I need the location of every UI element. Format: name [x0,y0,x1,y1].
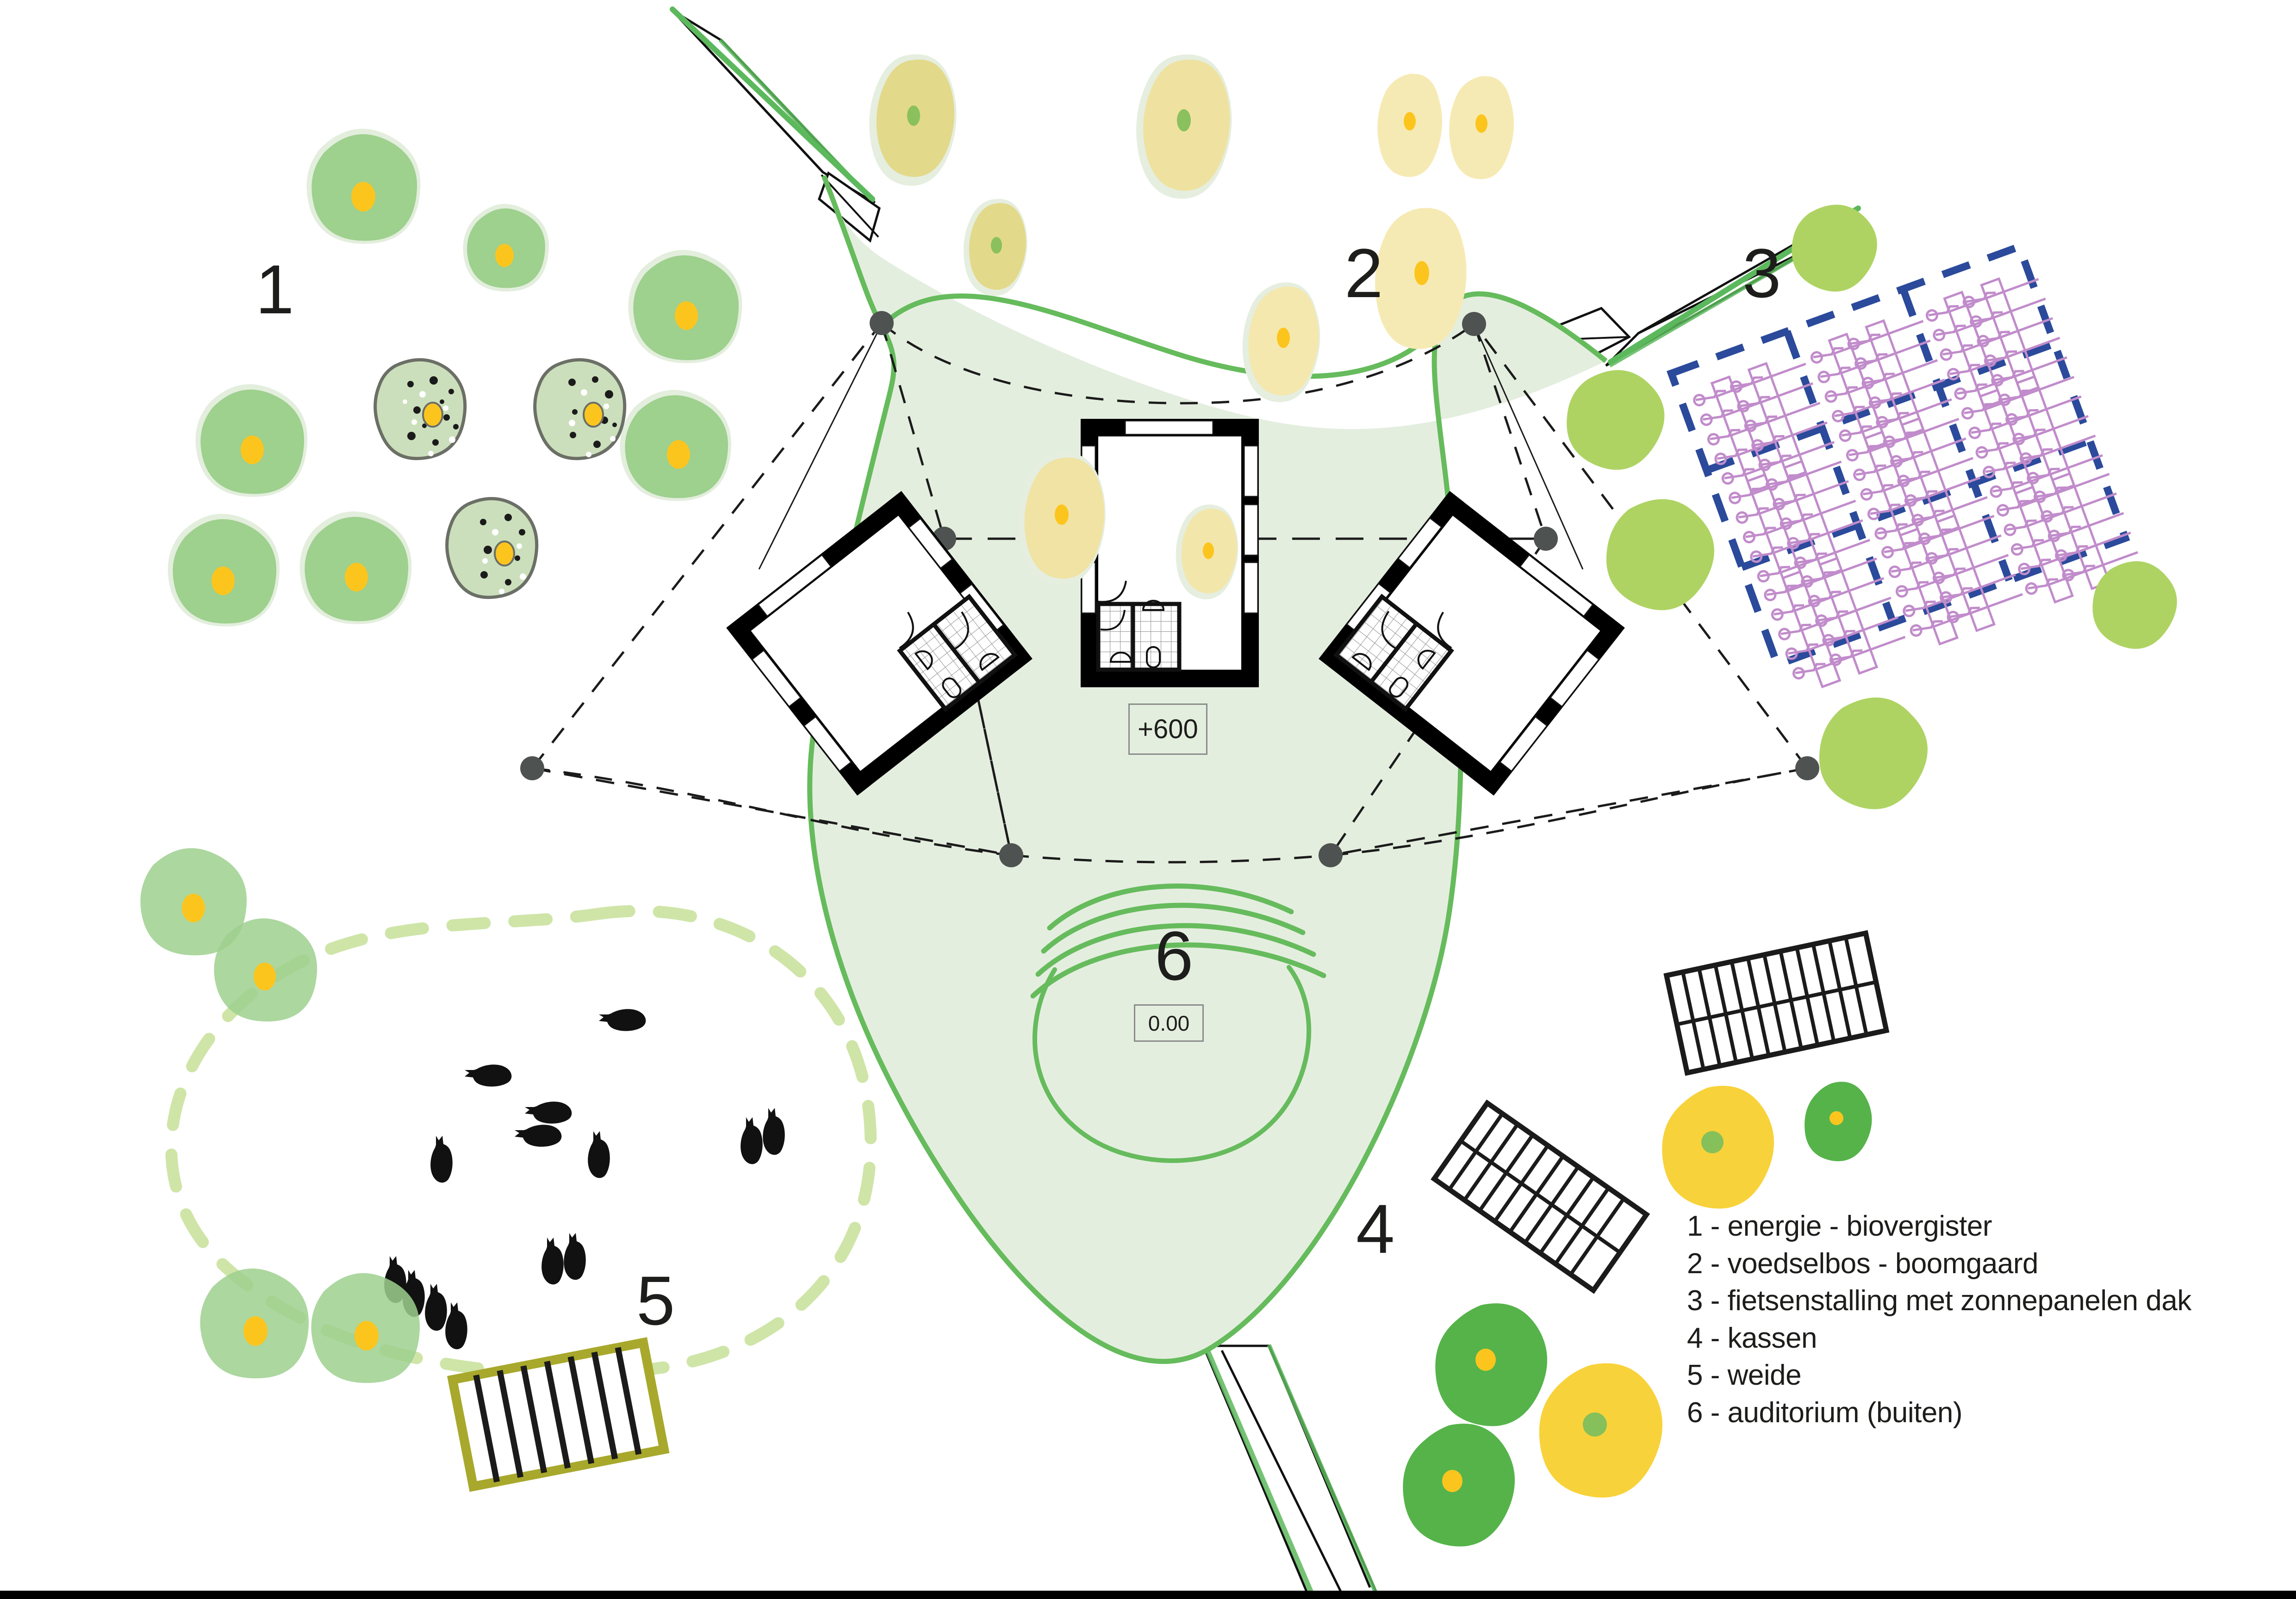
legend-tree-green [1403,1424,1515,1547]
tree-green [628,250,742,363]
tree-orchard [1377,74,1443,177]
tree-green [200,1268,309,1379]
tree-orchard [1375,208,1467,349]
zone-3-bike-parking [1567,205,2177,809]
zone-number-1: 1 [255,250,294,328]
shrub-speckled [373,358,467,460]
bottom-border-bar [0,1591,2296,1599]
shrub-speckled [445,497,539,599]
tree-green [214,918,317,1022]
right-bathroom-block [1333,593,1454,712]
level-marker-zero: 0.00 [1134,1004,1204,1042]
zone-number-3: 3 [1742,234,1781,312]
tree-green [620,390,732,501]
tree-green [463,204,549,292]
level-marker-plus-600: +600 [1128,703,1207,755]
shrub-speckled [533,358,627,460]
tree-green [168,514,280,627]
tree-green [299,511,412,624]
tree-orchard [1242,282,1320,402]
legend-tree-green [1435,1303,1548,1426]
zone-number-4: 4 [1356,1190,1395,1268]
legend-tree-yellow [1662,1086,1774,1209]
ramp-northwest [670,6,881,243]
tree-green [195,384,308,497]
zone-number-5: 5 [636,1262,675,1339]
legend-item: 4 - kassen [1687,1322,1817,1354]
ramp-south [1201,1344,1381,1599]
tree-orchard [1176,504,1238,599]
greenhouse-olive [447,1337,670,1492]
tree-green [306,129,421,244]
legend-item: 5 - weide [1687,1359,1802,1392]
legend: 1 - energie - biovergister 2 - voedselbo… [1687,1208,2289,1432]
greenhouse-large [1663,930,1890,1076]
zone-1-biodigester-planting [168,129,742,627]
tree-orchard [1449,76,1514,180]
building-left-pavilion [726,491,1033,796]
tree-green [140,848,247,956]
tree-orchard [1018,452,1106,586]
pasture-animals [384,1009,785,1350]
legend-item: 1 - energie - biovergister [1687,1210,1992,1242]
legend-item: 2 - voedselbos - boomgaard [1687,1247,2039,1280]
tree-orchard [1136,54,1232,199]
zone-5-pasture [140,848,877,1492]
legend-item: 6 - auditorium (buiten) [1687,1396,1963,1429]
tree-orchard [869,54,957,186]
legend-item: 3 - fietsenstalling met zonnepanelen dak [1687,1285,2191,1317]
zone-number-2: 2 [1344,234,1383,312]
zone-number-6: 6 [1155,917,1194,995]
legend-tree-yellow [1539,1363,1663,1498]
auditorium-arcs [1030,883,1326,1163]
bush-lime [1567,205,2177,809]
central-bathroom-block [1096,580,1182,672]
left-bathroom-block [897,593,1018,712]
zone-2-orchard-trees [869,54,1514,599]
bike-grid-blue [1667,242,2130,670]
zone-4-greenhouses [1403,930,1890,1547]
building-right-pavilion [1319,491,1625,796]
tree-orchard [963,199,1027,296]
legend-tree-green-small [1804,1082,1872,1162]
greenhouse-angled [1431,1099,1650,1294]
tree-green [311,1273,420,1383]
